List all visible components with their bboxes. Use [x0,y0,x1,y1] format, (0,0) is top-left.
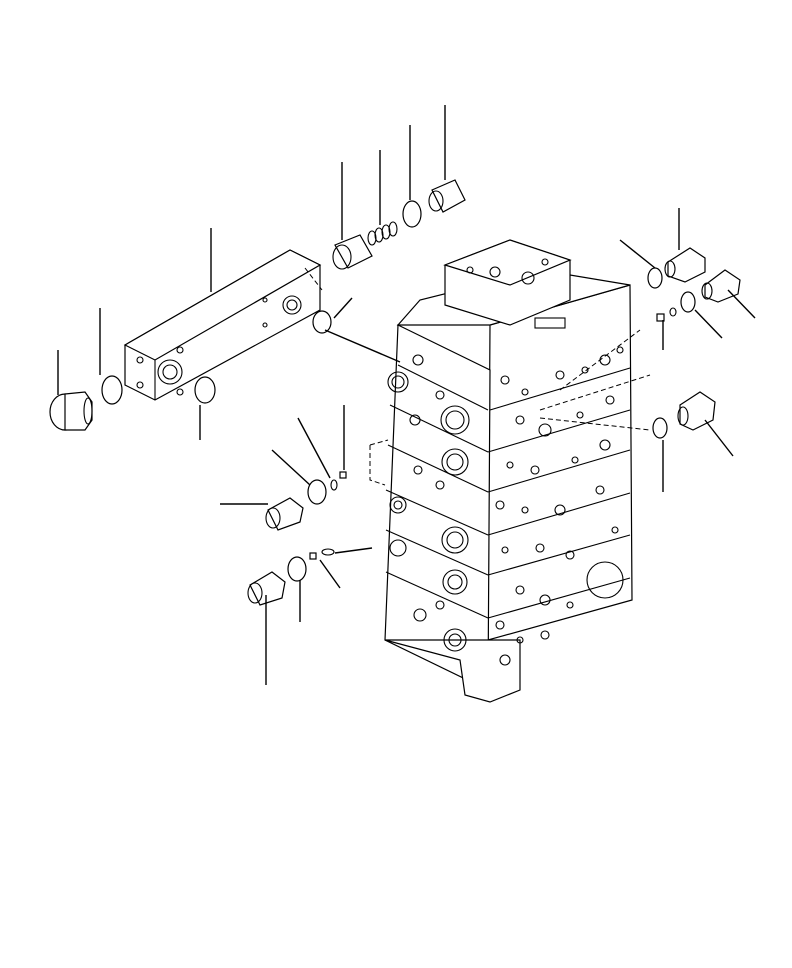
left-plug [49,391,93,431]
lower-small-ring-1 [330,479,338,491]
lower-small-ring-2 [321,548,335,556]
lower-o-ring-1 [307,479,327,505]
right-o-ring-1 [647,267,663,289]
side-holes [495,346,624,666]
mid-o-ring [312,310,332,334]
top-cover-block [443,239,572,329]
right-upper-valve [664,247,706,283]
lower-square-ring-2 [309,552,317,560]
sleeve [332,234,373,270]
right-mid-valve [677,391,716,431]
lower-o-ring-2 [287,556,307,582]
assembly-guide-lines [369,329,651,486]
lower-square-ring-1 [339,471,347,479]
front-ports [387,354,470,652]
right-o-ring-2 [680,291,696,313]
small-ring [656,313,665,322]
upper-plug [428,179,466,213]
small-o-ring [669,307,677,317]
valve-body [384,269,633,703]
block-o-ring-lower [194,376,216,404]
spring [367,221,398,246]
left-manifold-block [123,249,323,401]
right-mid-o-ring [652,417,668,439]
callout-leader-lines [57,105,756,685]
lower-left-plug-2 [247,571,286,606]
lower-left-plug-1 [265,497,304,531]
left-o-ring [101,375,123,405]
upper-o-ring [402,200,422,228]
